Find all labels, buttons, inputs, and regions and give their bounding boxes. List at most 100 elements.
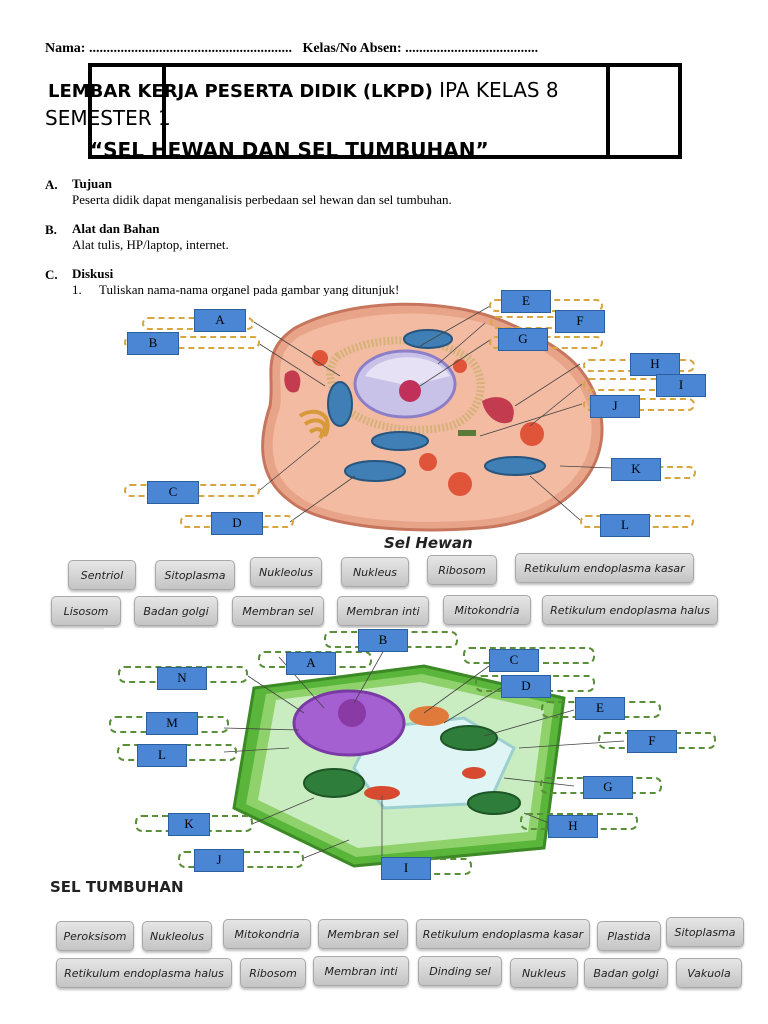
option-chip[interactable]: Nukleus — [341, 557, 409, 587]
nama-label: Nama: — [45, 41, 86, 56]
section-letter: C. — [45, 267, 58, 282]
lysosome-shape — [419, 453, 437, 471]
pointer-line-i — [529, 383, 583, 427]
option-chip[interactable]: Mitokondria — [443, 595, 531, 625]
option-chip[interactable]: Retikulum endoplasma halus — [542, 595, 718, 625]
option-chip[interactable]: Nukleolus — [250, 557, 322, 587]
pointer-line-c — [423, 665, 490, 714]
label-j: J — [194, 849, 244, 872]
mitochondrion-shape — [462, 767, 486, 779]
label-l: L — [600, 514, 650, 537]
pointer-line-c — [259, 440, 321, 491]
title-frame — [88, 63, 682, 159]
option-chip[interactable]: Retikulum endoplasma halus — [56, 958, 232, 988]
label-a: A — [286, 652, 336, 675]
label-e: E — [501, 290, 551, 313]
question-text: Tuliskan nama-nama organel pada gambar y… — [99, 282, 400, 297]
option-chip[interactable]: Ribosom — [427, 555, 497, 585]
section-letter: A. — [45, 177, 58, 192]
title-lkpd: LEMBAR KERJA PESERTA DIDIK (LKPD) — [48, 81, 433, 102]
section-title: Alat dan Bahan — [72, 221, 160, 236]
page-title-line3: “SEL HEWAN DAN SEL TUMBUHAN” — [90, 138, 489, 162]
option-chip[interactable]: Membran sel — [232, 596, 324, 626]
nucleolus-shape — [399, 380, 421, 402]
pointer-line-n — [247, 675, 305, 714]
option-chip[interactable]: Mitokondria — [223, 919, 311, 949]
label-m: M — [146, 712, 198, 735]
golgi-shape — [298, 409, 330, 440]
answer-blank-b[interactable] — [124, 336, 260, 349]
smooth-er-shape — [482, 397, 514, 424]
question-number: 1. — [72, 282, 82, 297]
mitochondrion-shape — [484, 456, 546, 476]
centriole-shape — [458, 430, 476, 436]
option-chip[interactable]: Ribosom — [240, 958, 306, 988]
label-k: K — [611, 458, 661, 481]
option-chip[interactable]: Sentriol — [68, 560, 136, 590]
label-i: I — [381, 857, 431, 880]
nucleus-cutaway — [365, 357, 450, 386]
option-chip[interactable]: Lisosom — [51, 596, 121, 626]
smooth-er-shape — [284, 370, 301, 393]
label-g: G — [498, 328, 548, 351]
pointer-line-g — [503, 777, 575, 787]
kelas-label: Kelas/No Absen: — [302, 41, 402, 56]
pointer-line-d — [289, 475, 356, 523]
option-chip[interactable]: Badan golgi — [584, 958, 668, 988]
option-chip[interactable]: Membran inti — [337, 596, 429, 626]
option-chip[interactable]: Badan golgi — [134, 596, 218, 626]
label-n: N — [157, 667, 207, 690]
option-chip[interactable]: Plastida — [597, 921, 661, 951]
label-j: J — [590, 395, 640, 418]
lysosome-shape — [448, 472, 472, 496]
section-b-content: Alat dan Bahan Alat tulis, HP/laptop, in… — [72, 221, 229, 253]
title-divider-left — [162, 63, 166, 159]
pointer-line-b — [257, 342, 326, 387]
section-title: Diskusi — [72, 266, 114, 281]
option-chip[interactable]: Vakuola — [676, 958, 742, 988]
option-chip[interactable]: Sitoplasma — [666, 917, 744, 947]
option-chip[interactable]: Peroksisom — [56, 921, 134, 951]
label-i: I — [656, 374, 706, 397]
page-title-line1: LEMBAR KERJA PESERTA DIDIK (LKPD) IPA KE… — [48, 78, 559, 102]
option-chip[interactable]: Nukleolus — [142, 921, 212, 951]
option-chip[interactable]: Retikulum endoplasma kasar — [515, 553, 694, 583]
section-c: C. — [45, 266, 58, 284]
title-divider-right — [606, 63, 610, 159]
mitochondrion-shape — [409, 706, 449, 726]
mitochondrion-shape — [327, 381, 353, 427]
pointer-line-f — [437, 322, 486, 365]
option-chip[interactable]: Nukleus — [510, 958, 578, 988]
section-c-content: Diskusi — [72, 266, 113, 282]
section-a: A. — [45, 176, 58, 194]
pointer-line-a — [253, 321, 341, 377]
pointer-line-e — [419, 305, 491, 347]
page-title-line2: SEMESTER 1 — [45, 106, 171, 130]
pointer-line-l — [529, 475, 581, 521]
label-c: C — [147, 481, 199, 504]
label-g: G — [583, 776, 633, 799]
pointer-line-k — [559, 465, 613, 469]
option-chip[interactable]: Dinding sel — [418, 956, 502, 986]
label-a: A — [194, 309, 246, 332]
pointer-line-f — [518, 740, 625, 749]
option-chip[interactable]: Membran sel — [318, 919, 408, 949]
pointer-line-g — [419, 339, 491, 387]
section-body: Alat tulis, HP/laptop, internet. — [72, 237, 229, 252]
label-b: B — [127, 332, 179, 355]
student-info-line: Nama: ..................................… — [45, 41, 538, 57]
mitochondrion-shape — [364, 786, 400, 800]
nama-blank[interactable]: ........................................… — [88, 41, 292, 56]
pointer-line-m — [223, 727, 300, 731]
option-chip[interactable]: Sitoplasma — [155, 560, 235, 590]
chloroplast-shape — [440, 725, 498, 751]
label-c: C — [489, 649, 539, 672]
option-chip[interactable]: Retikulum endoplasma kasar — [416, 919, 590, 949]
section-a-content: Tujuan Peserta didik dapat menganalisis … — [72, 176, 452, 208]
pointer-line-d — [443, 685, 505, 724]
label-f: F — [555, 310, 605, 333]
pointer-line-e — [483, 709, 575, 737]
kelas-blank[interactable]: ...................................... — [405, 41, 539, 56]
chloroplast-shape — [303, 768, 365, 798]
option-chip[interactable]: Membran inti — [313, 956, 409, 986]
